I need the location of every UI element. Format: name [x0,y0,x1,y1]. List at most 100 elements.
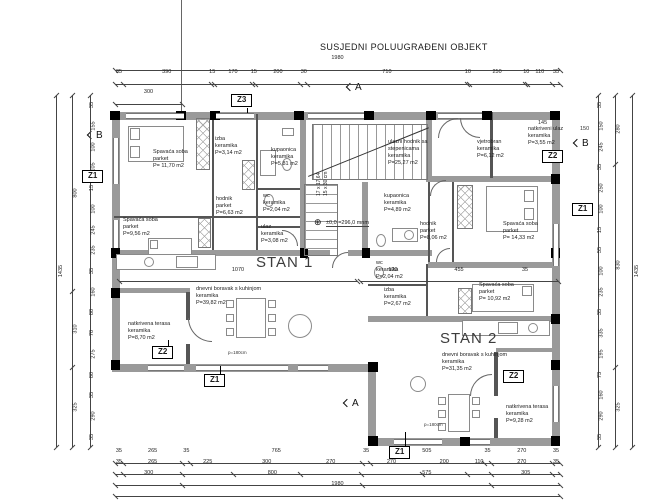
dimension-label: 270 [517,459,527,465]
dimension-tick [612,161,619,168]
column [111,288,120,298]
pillow [130,128,140,140]
element: B [96,130,103,141]
level-marker-icon: ⊕ [314,217,322,227]
wall [428,176,560,182]
partition-wall [368,284,426,286]
chair [226,300,234,308]
dimension-label: 325 [615,402,622,412]
dimension-label: 300 [144,470,154,476]
wall-step [368,364,376,446]
dimension-label: 35 [597,433,604,440]
partition-wall [258,226,300,228]
marker-leader-line [220,366,221,374]
section-marker-a-top: A [345,82,362,93]
chair [438,423,446,431]
dimension-chain-right-total: 1435 [629,92,641,451]
partition-wall [212,218,214,250]
section-marker-b-right: B [572,138,589,149]
window [216,113,254,119]
partition-wall [186,292,190,320]
dimension-chain-top-total: 1980 [112,55,564,74]
room-label-line: vjetrobran [477,139,502,145]
dimension-label: 235 [598,287,605,297]
dimension-tick [549,81,556,88]
closet [458,288,472,314]
element: A [352,398,359,409]
room-label-line: keramika [477,146,500,153]
marker-z1: Z1 [82,170,104,183]
column [460,437,470,446]
dimension-label: 280 [615,124,622,134]
window [394,439,442,445]
room-label-line: keramika [128,328,151,335]
dimension-label: 35 [597,309,604,316]
boundary-line [181,0,182,112]
dimension-tick [304,81,311,88]
dimension-label: 250 [492,69,502,75]
dimension-tick [112,101,119,108]
wall [368,316,560,322]
dimension-tick [112,81,119,88]
dimension-tick [87,92,94,99]
column [551,436,560,446]
dimension-label: 15 [89,185,96,192]
kitchen-sink [528,323,538,333]
dimension-label: 110 [535,69,545,75]
wall [362,182,368,256]
kitchen-counter [116,254,216,270]
dimension-label: 200 [439,459,449,465]
page-title: SUSJEDNI POLUUGRAĐENI OBJEKT [320,42,488,52]
chair [268,314,276,322]
dimension-tick [612,444,619,451]
window [470,439,490,445]
window [148,365,184,371]
toilet [374,266,384,279]
room-label-line: izba [384,287,395,293]
closet [242,160,255,190]
element: 17 x 17,64 [316,172,322,196]
room-label-line: hodnik [420,221,437,227]
wall [348,250,432,256]
room-label-line: keramika [442,359,465,366]
kitchen-stove [498,322,518,334]
window-sill-note: p=180cm [424,422,443,427]
dimension-tick [69,288,76,295]
column [368,436,378,446]
dimension-label: 800 [267,470,277,476]
dimension-tick [298,81,304,88]
room-label-line: P= 14,33 m2 [503,235,535,242]
dimension-label: 160 [598,390,605,400]
wall [428,262,560,268]
dimension-label: 150 [580,126,590,132]
room-label-line: natkrivena terasa [506,404,549,410]
column [364,111,374,120]
partition-wall [428,182,430,262]
dimension-label: 300 [262,459,272,465]
toilet [376,234,386,247]
partition-wall [258,188,300,190]
dimension-label: 35 [183,448,190,454]
marker-z2: Z2 [503,370,525,383]
element: B [582,138,589,149]
level-mark: ±0,0 =296,0 mnm [326,220,369,227]
column [294,111,304,120]
dimension-label: 505 [422,448,432,454]
door-arc [470,374,492,396]
column [550,111,560,120]
element: 15 x 30 cm [323,171,329,196]
dimension-tick [53,444,60,451]
dimension-label: 80 [89,309,96,316]
dimension-tick [120,81,127,88]
wall [496,348,552,352]
room-label-line: P=4,89 m2 [384,207,411,214]
dimension-label: 290 [598,411,605,421]
dimension-chain-top-left: 300 [112,89,186,108]
column [210,111,220,120]
dimension-label: 200 [273,69,283,75]
dimension-label: 1070 [231,267,245,273]
dimension-label: 155 [90,121,97,131]
shower [260,150,276,176]
